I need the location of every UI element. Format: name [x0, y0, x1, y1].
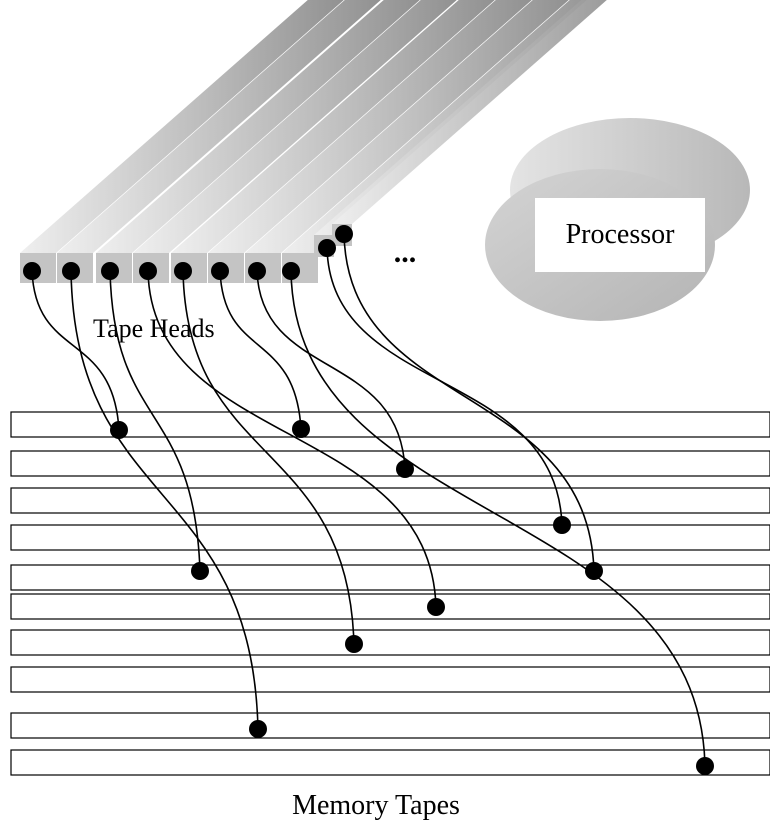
head-contact-dot [101, 262, 119, 280]
memory-tape [10, 629, 770, 656]
head-contact-dot [139, 262, 157, 280]
head-contact-dot [248, 262, 266, 280]
tape-contact-dot [345, 635, 363, 653]
head-wire [31, 270, 120, 431]
head-wire [256, 270, 406, 470]
tape-heads-label: Tape Heads [93, 314, 215, 343]
tape-contact-dot [191, 562, 209, 580]
tape-contact-dot [110, 421, 128, 439]
tape-contact-dot [585, 562, 603, 580]
memory-tape [10, 524, 770, 551]
processor: Processor [485, 118, 750, 321]
tape-head-rod [96, 0, 420, 253]
processor-label-box [535, 198, 705, 272]
memory-tape [10, 749, 770, 776]
tape-head-rod [332, 0, 607, 224]
tape-head-rod [20, 0, 344, 253]
head-wire [147, 270, 437, 608]
tape-head-rod [208, 0, 532, 253]
head-contact-dot [282, 262, 300, 280]
head-wire [219, 270, 302, 430]
head-contact-dot [23, 262, 41, 280]
tape-head [96, 0, 420, 283]
head-contact-dot [211, 262, 229, 280]
head-wire [343, 233, 595, 572]
tape-contact-dot [553, 516, 571, 534]
tape-contact-dot [427, 598, 445, 616]
tape-head-rod [171, 0, 495, 253]
memory-tape [10, 712, 770, 739]
head-contact-dot [318, 239, 336, 257]
memory-tape [10, 450, 770, 477]
memory-tape [10, 564, 770, 591]
memory-tape [10, 593, 770, 620]
head-wire [290, 270, 706, 767]
memory-tape [10, 487, 770, 514]
tape-contact-dot [696, 757, 714, 775]
memory-tape [10, 666, 770, 693]
memory-tapes-label: Memory Tapes [292, 790, 460, 821]
tape-head-rod [245, 0, 569, 253]
memory-tapes [10, 411, 770, 776]
head-contact-dot [335, 225, 353, 243]
tape-contact-dot [292, 420, 310, 438]
head-contact-dot [62, 262, 80, 280]
heads-ellipsis: ... [394, 236, 417, 269]
tape-head-rod [57, 0, 381, 253]
head-wires [31, 233, 706, 767]
head-wire [182, 270, 355, 645]
contact-dots [23, 225, 714, 775]
tape-head-rods [20, 0, 607, 283]
head-wire [109, 270, 201, 572]
tape-head-rod [133, 0, 457, 253]
processor-label: Processor [566, 219, 676, 250]
tape-contact-dot [249, 720, 267, 738]
head-wire [70, 270, 259, 730]
head-contact-dot [174, 262, 192, 280]
tape-contact-dot [396, 460, 414, 478]
